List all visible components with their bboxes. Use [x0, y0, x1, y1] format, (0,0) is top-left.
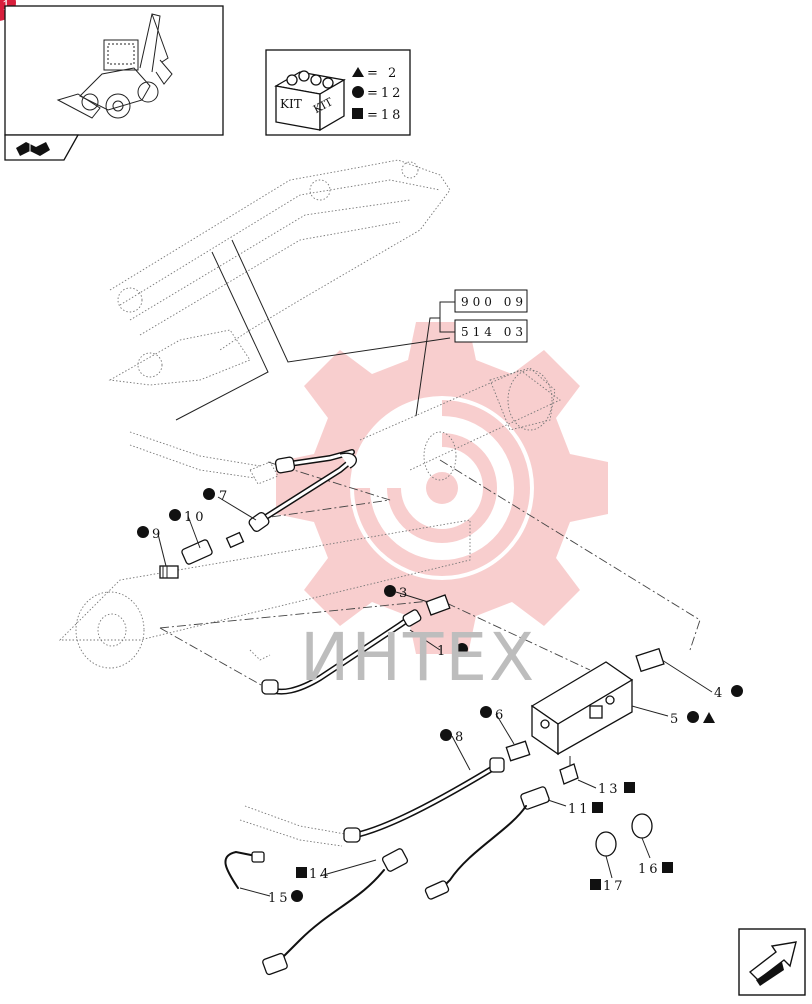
callout-16[interactable]: 16	[638, 862, 673, 877]
legend-square-text: =18	[367, 108, 403, 123]
valve-block-5	[530, 661, 634, 756]
legend-circle: =12	[352, 86, 403, 101]
watermark-text: ИНТЕХ	[300, 619, 536, 696]
callout-8[interactable]: 8	[440, 729, 466, 745]
next-page-arrow-icon[interactable]	[738, 928, 806, 996]
fitting-10	[181, 539, 213, 565]
callout-5[interactable]: 5	[670, 711, 715, 727]
callout-11[interactable]: 15	[268, 890, 303, 906]
sensor-13	[424, 786, 550, 900]
svg-text:11: 11	[568, 802, 591, 817]
fitting-9	[159, 565, 179, 579]
kit-legend-box: KIT KIT = 2 =12 =18	[265, 49, 411, 136]
callout-3[interactable]: 3	[384, 585, 410, 601]
section-cut-line	[175, 251, 269, 421]
section-line-2	[231, 239, 451, 363]
fitting-small	[225, 531, 245, 549]
svg-text:17: 17	[603, 879, 626, 894]
svg-text:6: 6	[495, 708, 506, 723]
svg-text:9: 9	[152, 527, 163, 542]
svg-text:1: 1	[437, 644, 448, 659]
reference-900-09[interactable]: 900 09	[454, 289, 528, 313]
svg-text:15: 15	[268, 891, 291, 906]
harness-15	[262, 848, 409, 976]
routing-lines	[159, 459, 701, 691]
callout-13[interactable]: 11	[568, 802, 603, 817]
svg-text:10: 10	[184, 510, 207, 525]
watermark-gear-logo	[276, 322, 608, 654]
reference-leader	[415, 301, 455, 417]
callout-1[interactable]: 1	[437, 643, 468, 659]
fitting-14	[559, 756, 579, 785]
svg-text:8: 8	[455, 730, 466, 745]
clamp-17	[595, 831, 617, 857]
svg-text:14: 14	[309, 867, 332, 882]
clamp-16	[631, 813, 653, 839]
fitting-3	[425, 594, 451, 616]
callout-10[interactable]: 10	[169, 509, 207, 525]
fitting-6	[505, 740, 531, 762]
reference-514-03-text: 514 03	[461, 325, 527, 339]
callout-6[interactable]: 6	[480, 706, 506, 723]
callout-14[interactable]: 13	[598, 782, 635, 797]
callout-15[interactable]: 14	[296, 867, 332, 882]
hose-7	[248, 449, 357, 532]
leader-lines	[157, 496, 713, 897]
thumbnail-box	[4, 5, 224, 161]
backhoe-loader-thumbnail	[56, 13, 173, 119]
legend-triangle-text: = 2	[367, 66, 399, 81]
svg-text:4: 4	[714, 686, 725, 701]
book-icon[interactable]	[16, 142, 50, 156]
reference-514-03[interactable]: 514 03	[454, 319, 528, 343]
svg-text:13: 13	[598, 782, 621, 797]
legend-square: =18	[352, 108, 403, 123]
hose-1	[261, 609, 422, 695]
callout-4[interactable]: 4	[714, 685, 743, 701]
svg-text:3: 3	[399, 586, 410, 601]
hose-8	[343, 757, 505, 843]
svg-text:7: 7	[219, 489, 230, 504]
legend-circle-text: =12	[367, 86, 403, 101]
callout-7[interactable]: 7	[203, 488, 230, 504]
arm-cylinder-outline	[58, 367, 561, 847]
legend-triangle: = 2	[352, 66, 399, 81]
kit-cube-icon: KIT KIT	[274, 70, 346, 132]
svg-text:5: 5	[670, 712, 681, 727]
boom-arm-outline	[108, 159, 451, 386]
fitting-4	[635, 647, 665, 673]
callout-17[interactable]: 17	[590, 879, 626, 894]
callout-9[interactable]: 9	[137, 526, 163, 542]
reference-900-09-text: 900 09	[461, 295, 527, 309]
svg-text:16: 16	[638, 862, 661, 877]
harness-11	[224, 850, 265, 889]
kit-label-1: KIT	[280, 97, 302, 111]
